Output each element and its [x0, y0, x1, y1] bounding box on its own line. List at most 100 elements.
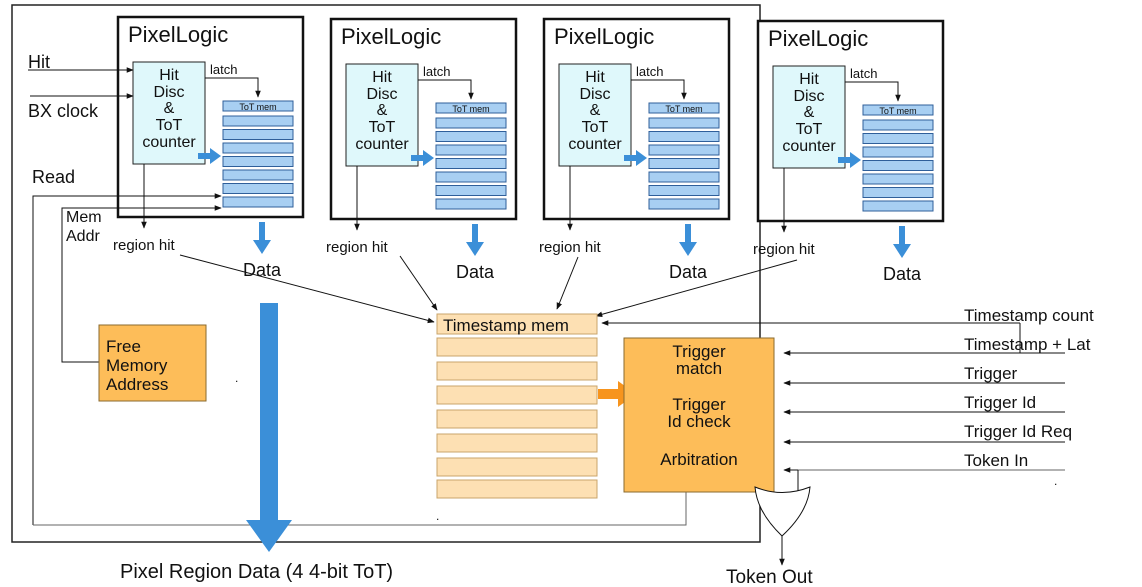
stray-dot-2: .	[436, 509, 439, 523]
tot-mem-header	[435, 102, 507, 114]
or-gate-symbol	[754, 486, 811, 537]
latch-arrow	[631, 79, 687, 100]
mem-addr-line	[61, 205, 222, 363]
tot-mem-header	[222, 100, 294, 112]
region-hit-line-2	[399, 255, 438, 311]
tot-mem-cell	[222, 129, 294, 140]
mem-addr-label-1: Mem	[66, 209, 102, 226]
blue-arrow-small	[198, 148, 221, 164]
free-memory-line-1: Free	[106, 337, 141, 356]
hit-disc-label: ToT	[156, 117, 183, 134]
pixel-region-border	[11, 4, 761, 543]
data-arrow	[466, 224, 484, 256]
tot-mem-cell	[862, 187, 934, 198]
region-hit-label: region hit	[753, 241, 816, 258]
tot-mem-label: ToT mem	[665, 104, 702, 114]
tot-mem-cell	[222, 183, 294, 194]
tot-mem-cell	[648, 144, 720, 156]
hit-disc-label: Hit	[799, 71, 819, 88]
tot-mem-cell	[648, 171, 720, 183]
trigger-label-3: Trigger	[672, 395, 726, 414]
tot-mem-cell	[648, 185, 720, 196]
region-hit-line-4	[595, 259, 798, 318]
tot-mem-label: ToT mem	[239, 102, 276, 112]
tot-mem-cell	[435, 144, 507, 156]
pixel-logic-title: PixelLogic	[768, 26, 868, 51]
bx-clock-label: BX clock	[28, 101, 99, 121]
right-input-label: Timestamp + Lat	[964, 335, 1091, 354]
free-memory-line-2: Memory	[106, 356, 168, 375]
tot-mem-cell	[435, 131, 507, 142]
right-input-label: Trigger	[964, 364, 1018, 383]
tot-mem-header	[648, 102, 720, 114]
hit-disc-label: Hit	[585, 69, 605, 86]
hit-disc-label: counter	[355, 136, 409, 153]
latch-label: latch	[636, 64, 663, 79]
tot-mem-cell	[862, 173, 934, 185]
hit-disc-label: Disc	[579, 86, 610, 103]
hit-disc-label: Hit	[159, 67, 179, 84]
right-input-label: Trigger Id Req	[964, 422, 1072, 441]
tot-mem-cell	[648, 158, 720, 169]
hit-disc-block	[345, 63, 419, 167]
timestamp-mem-label: Timestamp mem	[443, 316, 569, 335]
timestamp-mem-cell	[436, 409, 598, 429]
hit-disc-label: &	[804, 104, 815, 121]
tot-mem-cell	[862, 146, 934, 158]
tot-mem-cell	[435, 198, 507, 210]
hit-disc-label: counter	[782, 138, 836, 155]
hit-disc-block	[772, 65, 846, 169]
right-input-label: Timestamp count	[964, 306, 1094, 325]
region-hit-label: region hit	[539, 239, 602, 256]
tot-mem-cell	[435, 171, 507, 183]
hit-input-label: Hit	[28, 52, 50, 72]
stray-dot-3: .	[1054, 474, 1057, 488]
latch-label: latch	[850, 66, 877, 81]
hit-disc-label: counter	[142, 134, 196, 151]
data-arrow	[679, 224, 697, 256]
hit-disc-label: Disc	[793, 88, 824, 105]
timestamp-mem-cell	[436, 385, 598, 405]
tot-mem-cell	[222, 169, 294, 181]
timestamp-mem-cell	[436, 457, 598, 477]
latch-arrow	[845, 81, 901, 102]
token-out-label: Token Out	[726, 567, 813, 587]
timestamp-mem-cell	[436, 337, 598, 357]
tot-mem-cell	[862, 160, 934, 171]
free-memory-address-block	[98, 324, 207, 402]
hit-disc-label: ToT	[582, 119, 609, 136]
timestamp-mem-cell	[436, 433, 598, 453]
tot-mem-cell	[435, 185, 507, 196]
data-label: Data	[669, 262, 708, 282]
tot-mem-header	[862, 104, 934, 116]
tot-mem-cell	[435, 117, 507, 129]
trigger-label-1: Trigger	[672, 342, 726, 361]
trigger-label-2: match	[676, 359, 722, 378]
data-label: Data	[243, 260, 282, 280]
latch-arrow	[205, 77, 261, 98]
hit-disc-label: &	[377, 102, 388, 119]
trigger-label-5: Arbitration	[660, 450, 737, 469]
tot-mem-cell	[648, 198, 720, 210]
blue-arrow-small	[411, 150, 434, 166]
hit-disc-label: &	[164, 100, 175, 117]
trigger-label-4: Id check	[667, 412, 731, 431]
read-line	[32, 193, 222, 525]
hit-disc-label: Hit	[372, 69, 392, 86]
blue-arrow-small	[624, 150, 647, 166]
pixel-logic-title: PixelLogic	[341, 24, 441, 49]
data-label: Data	[883, 264, 922, 284]
tot-mem-cell	[222, 156, 294, 167]
tot-mem-cell	[222, 115, 294, 127]
timestamp-mem-cell	[436, 361, 598, 381]
region-hit-label: region hit	[113, 237, 176, 254]
tot-mem-cell	[648, 131, 720, 142]
hit-disc-label: ToT	[369, 119, 396, 136]
hit-disc-block	[558, 63, 632, 167]
latch-label: latch	[210, 62, 237, 77]
tot-mem-cell	[648, 117, 720, 129]
